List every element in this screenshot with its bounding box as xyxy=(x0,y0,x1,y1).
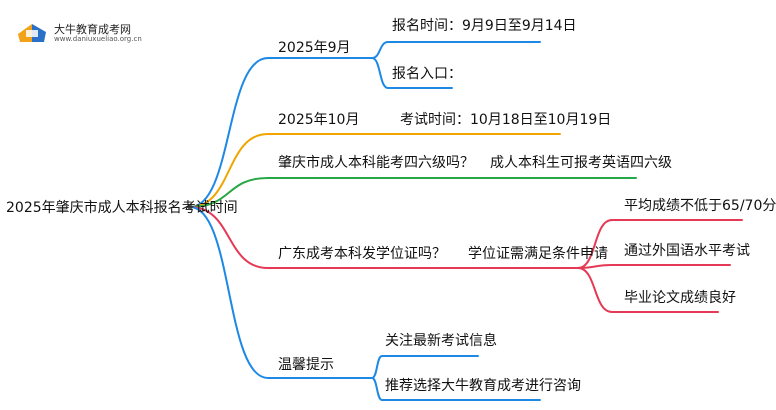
logo-title: 大牛教育成考网 xyxy=(54,23,131,36)
branch-label: 2025年10月 xyxy=(278,112,360,128)
leaf-label: 成人本科生可报考英语四六级 xyxy=(490,155,672,171)
leaf-label: 关注最新考试信息 xyxy=(385,333,497,349)
root-topic: 2025年肇庆市成人本科报名考试时间 xyxy=(6,200,238,216)
graduation-cap-icon xyxy=(18,24,46,42)
leaf-connector xyxy=(577,219,743,269)
leaf-label: 报名时间：9月9日至9月14日 xyxy=(392,18,577,34)
leaf-label: 推荐选择大牛教育成考进行咨询 xyxy=(385,378,581,394)
branch-connector xyxy=(189,57,373,208)
connector-layer xyxy=(187,41,743,401)
leaf-label: 通过外国语水平考试 xyxy=(624,243,750,259)
leaf-label: 考试时间：10月18日至10月19日 xyxy=(400,112,612,128)
site-logo: 大牛教育成考网 www.daniuxueliao.org.cn xyxy=(14,16,154,50)
leaf-label: 平均成绩不低于65/70分 xyxy=(624,198,776,214)
branch-label: 2025年9月 xyxy=(278,40,351,56)
leaf-connector xyxy=(577,264,731,269)
branch-label: 温馨提示 xyxy=(278,357,334,373)
leaf-label: 报名入口： xyxy=(392,66,462,82)
branch-label: 广东成考本科发学位证吗？ xyxy=(278,246,446,262)
branch-connector xyxy=(189,177,373,208)
root-anchor-dot xyxy=(187,204,193,210)
leaf-connector xyxy=(371,377,541,401)
logo-url: www.daniuxueliao.org.cn xyxy=(54,35,142,43)
subbranch-label: 学位证需满足条件申请 xyxy=(468,246,608,262)
branch-connector xyxy=(189,206,373,269)
leaf-connector xyxy=(577,267,719,313)
leaf-connector xyxy=(371,41,541,59)
branch-connector xyxy=(189,133,373,208)
leaf-label: 毕业论文成绩良好 xyxy=(624,290,736,306)
leaf-connector xyxy=(371,57,453,89)
leaf-connector xyxy=(371,355,479,379)
mindmap: 大牛教育成考网 www.daniuxueliao.org.cn 2025年肇庆市… xyxy=(6,16,776,401)
branch-label: 肇庆市成人本科能考四六级吗？ xyxy=(278,155,474,171)
branch-connector xyxy=(189,206,373,379)
